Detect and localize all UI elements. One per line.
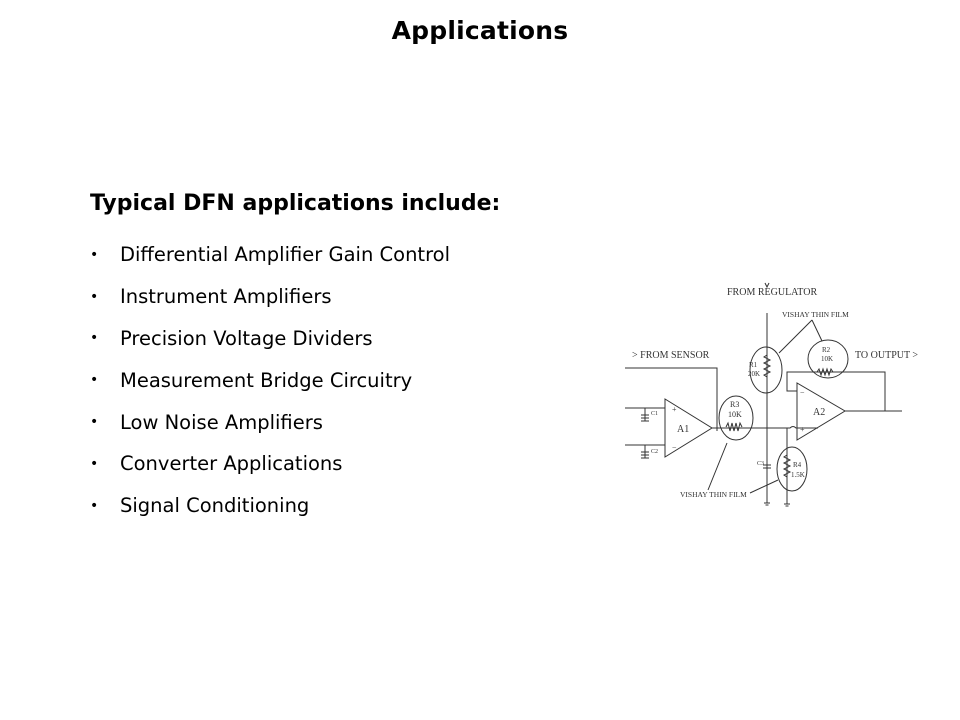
- regulator-arrow-icon: [764, 282, 770, 289]
- svg-text:+: +: [672, 405, 677, 414]
- list-item-text: Precision Voltage Dividers: [120, 326, 373, 350]
- list-item-text: Instrument Amplifiers: [120, 285, 332, 309]
- bullet-icon: •: [90, 288, 99, 305]
- capacitor-c3-icon: [763, 464, 771, 469]
- list-item-text: Converter Applications: [120, 452, 343, 476]
- r4-circle: [776, 446, 808, 492]
- bullet-icon: •: [90, 330, 99, 347]
- bullet-icon: •: [90, 414, 99, 431]
- a1-label: A1: [677, 424, 689, 435]
- svg-text:20K: 20K: [748, 370, 760, 378]
- vishay-top-label: VISHAY THIN FILM: [782, 310, 849, 319]
- application-list: • Differential Amplifier Gain Control • In…: [90, 234, 450, 527]
- svg-text:10K: 10K: [728, 410, 742, 419]
- r2-circle: [807, 339, 849, 379]
- r1-circle: [749, 346, 783, 394]
- feedback-wire: [786, 371, 902, 412]
- svg-text:+: +: [800, 425, 805, 434]
- sensor-wire: [625, 367, 718, 431]
- bullet-icon: •: [90, 372, 99, 389]
- list-item-text: Differential Amplifier Gain Control: [120, 243, 451, 267]
- list-item: • Precision Voltage Dividers: [90, 318, 450, 360]
- bullet-icon: •: [90, 455, 99, 472]
- a2-opamp: [796, 382, 846, 441]
- ground-icon: [764, 502, 770, 506]
- from-regulator-label: FROM REGULATOR: [727, 287, 817, 298]
- list-item-text: Signal Conditioning: [120, 494, 310, 518]
- list-item-text: Measurement Bridge Circuitry: [120, 368, 413, 392]
- a2-label: A2: [813, 407, 825, 418]
- list-item: • Signal Conditioning: [90, 485, 450, 527]
- capacitor-c1-icon: [641, 408, 649, 422]
- list-item: • Converter Applications: [90, 443, 450, 485]
- list-item-text: Low Noise Amplifiers: [120, 410, 323, 434]
- vishay-bottom-label: VISHAY THIN FILM: [680, 490, 747, 499]
- svg-text:−: −: [800, 388, 805, 397]
- ground-icon: [784, 503, 790, 507]
- svg-text:R4: R4: [793, 461, 802, 469]
- circuit-diagram: FROM REGULATOR VISHAY THIN FILM > FROM S…: [625, 282, 918, 507]
- bullet-icon: •: [90, 246, 99, 263]
- list-item: • Instrument Amplifiers: [90, 276, 450, 318]
- section-heading: Typical DFN applications include:: [90, 191, 501, 216]
- svg-text:R3: R3: [730, 400, 739, 409]
- svg-text:−: −: [672, 443, 677, 452]
- a1-opamp: [664, 398, 713, 458]
- from-sensor-label: > FROM SENSOR: [632, 350, 710, 361]
- svg-text:R2: R2: [822, 346, 831, 354]
- svg-text:1.5K: 1.5K: [791, 471, 805, 479]
- to-output-label: TO OUTPUT >: [855, 350, 918, 361]
- r3-circle: [718, 395, 754, 441]
- list-item: • Measurement Bridge Circuitry: [90, 359, 450, 401]
- list-item: • Differential Amplifier Gain Control: [90, 234, 450, 276]
- capacitor-c2-icon: [641, 445, 649, 459]
- list-item: • Low Noise Amplifiers: [90, 401, 450, 443]
- svg-text:R1: R1: [749, 361, 758, 369]
- a1-output-wire: [712, 426, 818, 429]
- svg-text:C2: C2: [651, 449, 658, 455]
- slide-title: Applications: [391, 16, 569, 45]
- svg-text:C3: C3: [757, 461, 764, 467]
- svg-text:C1: C1: [651, 411, 658, 417]
- bullet-icon: •: [90, 497, 99, 514]
- svg-text:10K: 10K: [821, 355, 833, 363]
